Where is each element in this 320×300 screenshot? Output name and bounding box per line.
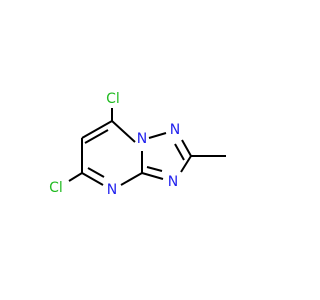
bond-n3-c3a	[141, 172, 164, 180]
bond-n8-c7	[111, 120, 136, 143]
bond-c7-c6	[81, 120, 113, 139]
bond-n4-c3a	[120, 172, 143, 186]
atom-label-cl-left: Cl	[49, 180, 63, 196]
bond-n1-c2	[181, 139, 192, 157]
bond-c5-cl	[68, 172, 83, 182]
atom-label-n-top-right: N	[170, 122, 180, 138]
bond-c7-c6-inner	[84, 129, 109, 144]
atom-labels: Cl Cl N N N N	[49, 91, 180, 198]
bond-n3-c3a-inner	[146, 166, 163, 172]
atom-label-n-bottom: N	[107, 182, 117, 198]
bonds	[68, 108, 226, 186]
atom-label-n-bridge: N	[137, 131, 147, 147]
bond-c5-n4-inner	[87, 167, 105, 178]
atom-label-cl-top: Cl	[106, 91, 120, 107]
bond-c2-n3	[180, 155, 192, 173]
bond-n1-c2-inner	[174, 143, 185, 161]
atom-label-n-right: N	[168, 174, 178, 190]
bond-c5-n4	[81, 172, 104, 186]
molecule-structure-diagram: Cl Cl N N N N	[0, 0, 300, 300]
bond-n8-n1	[148, 132, 167, 139]
canvas-background	[0, 0, 300, 300]
